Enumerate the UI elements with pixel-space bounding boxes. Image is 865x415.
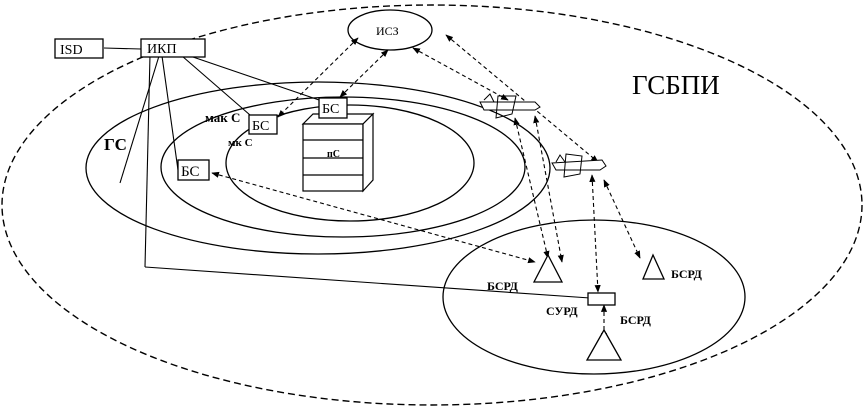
bs-left-label: БС <box>181 164 200 180</box>
isd-label: ISD <box>60 43 83 58</box>
gs-label: ГС <box>104 135 127 154</box>
bsrd-right-station <box>642 253 666 280</box>
bs-top-label: БС <box>322 102 339 117</box>
ikp-box <box>140 38 206 58</box>
bsrd-bottom-station <box>585 328 623 361</box>
bs-left-box <box>177 159 210 181</box>
mikro-label: мк С <box>228 137 253 149</box>
makro-label: мак С <box>205 110 240 125</box>
bsrd-bottom-label: БСРД <box>620 313 652 327</box>
bs-top-box <box>318 97 348 119</box>
bsrd-right-label: БСРД <box>671 267 703 281</box>
aircraft-icon <box>479 93 541 119</box>
surd-label: СУРД <box>546 304 578 318</box>
bs-macro-label: БС <box>252 119 269 134</box>
gsbpi-label: ГСБПИ <box>632 70 720 100</box>
satellite-zone <box>347 9 433 51</box>
isd-box <box>54 38 104 59</box>
wireless-links <box>211 34 641 341</box>
aircraft-icon <box>551 153 607 178</box>
bs-macro-box <box>248 114 278 135</box>
bsrd-left-station <box>532 253 564 283</box>
gsbpi-zone <box>1 4 863 406</box>
surd-box <box>587 292 616 306</box>
bsrd-left-label: БСРД <box>487 279 519 293</box>
ikp-label: ИКП <box>147 42 177 57</box>
isz-label: ИСЗ <box>376 24 399 38</box>
piko-label: пС <box>327 149 340 160</box>
